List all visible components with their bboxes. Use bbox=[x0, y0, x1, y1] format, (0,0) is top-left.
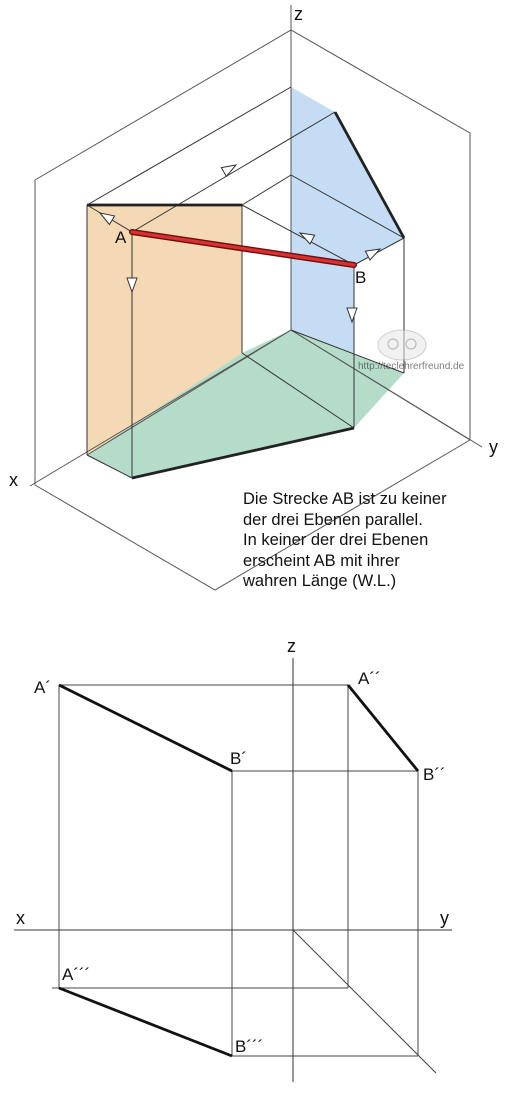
point-a2-label: A´´ bbox=[358, 669, 381, 688]
note-line: Die Strecke AB ist zu keiner bbox=[243, 490, 447, 508]
explanation-note: Die Strecke AB ist zu keiner der drei Eb… bbox=[243, 489, 503, 592]
side-projection-plane bbox=[291, 87, 404, 398]
ortho-construction-lines bbox=[52, 684, 437, 1074]
point-a3-label: A´´´ bbox=[62, 965, 90, 984]
arrow-icon bbox=[98, 212, 116, 226]
segment-ab-highlight bbox=[130, 230, 356, 267]
segment-projections bbox=[87, 111, 406, 480]
iso-y-axis-label: y bbox=[489, 437, 498, 457]
ortho-z-axis-label: z bbox=[287, 636, 296, 656]
arrow-icon bbox=[364, 248, 382, 261]
arrow-icon bbox=[346, 307, 358, 324]
floor-projection-plane bbox=[87, 330, 404, 478]
note-line: erscheint AB mit ihrer bbox=[243, 551, 400, 570]
front-projection-plane bbox=[87, 205, 242, 455]
projector-lines bbox=[86, 86, 405, 479]
arrow-icon bbox=[298, 232, 316, 245]
x-axis-line bbox=[29, 329, 292, 487]
watermark-text: http://teclehrerfreund.de bbox=[358, 361, 465, 372]
point-b2-label: B´´ bbox=[423, 765, 446, 784]
point-b1-label: B´ bbox=[230, 749, 247, 768]
top-view-segment bbox=[131, 426, 355, 480]
note-line: wahren Länge (W.L.) bbox=[243, 572, 397, 590]
note-line: der drei Ebenen parallel. bbox=[243, 510, 423, 529]
ortho-x-axis-label: x bbox=[16, 908, 25, 928]
iso-z-axis-label: z bbox=[294, 4, 303, 24]
orthographic-view: z x y A´ B´ A´´ B´´ A´´´ B´´´ bbox=[14, 636, 452, 1082]
arrow-icon bbox=[220, 164, 238, 178]
y-axis-line bbox=[290, 329, 483, 448]
owl-logo-icon bbox=[377, 329, 427, 361]
ortho-segment-projections bbox=[58, 683, 420, 1058]
arrow-icon bbox=[126, 277, 138, 294]
projection-arrows bbox=[98, 164, 382, 324]
watermark: http://teclehrerfreund.de bbox=[358, 329, 465, 372]
axes bbox=[29, 5, 483, 487]
side-view-segment bbox=[333, 111, 406, 239]
point-b-label: B bbox=[355, 268, 366, 287]
front-projection-ab bbox=[58, 683, 233, 773]
isometric-view: http://teclehrerfreund.de z y x A B bbox=[9, 4, 498, 591]
note-line: In keiner der drei Ebenen bbox=[243, 531, 429, 549]
point-a1-label: A´ bbox=[34, 678, 51, 697]
point-a-label: A bbox=[115, 228, 127, 247]
point-b3-label: B´´´ bbox=[235, 1037, 263, 1056]
top-projection-ab bbox=[58, 986, 233, 1058]
iso-x-axis-label: x bbox=[9, 470, 18, 490]
ortho-y-axis-label: y bbox=[440, 908, 449, 928]
side-projection-ab bbox=[346, 684, 420, 772]
